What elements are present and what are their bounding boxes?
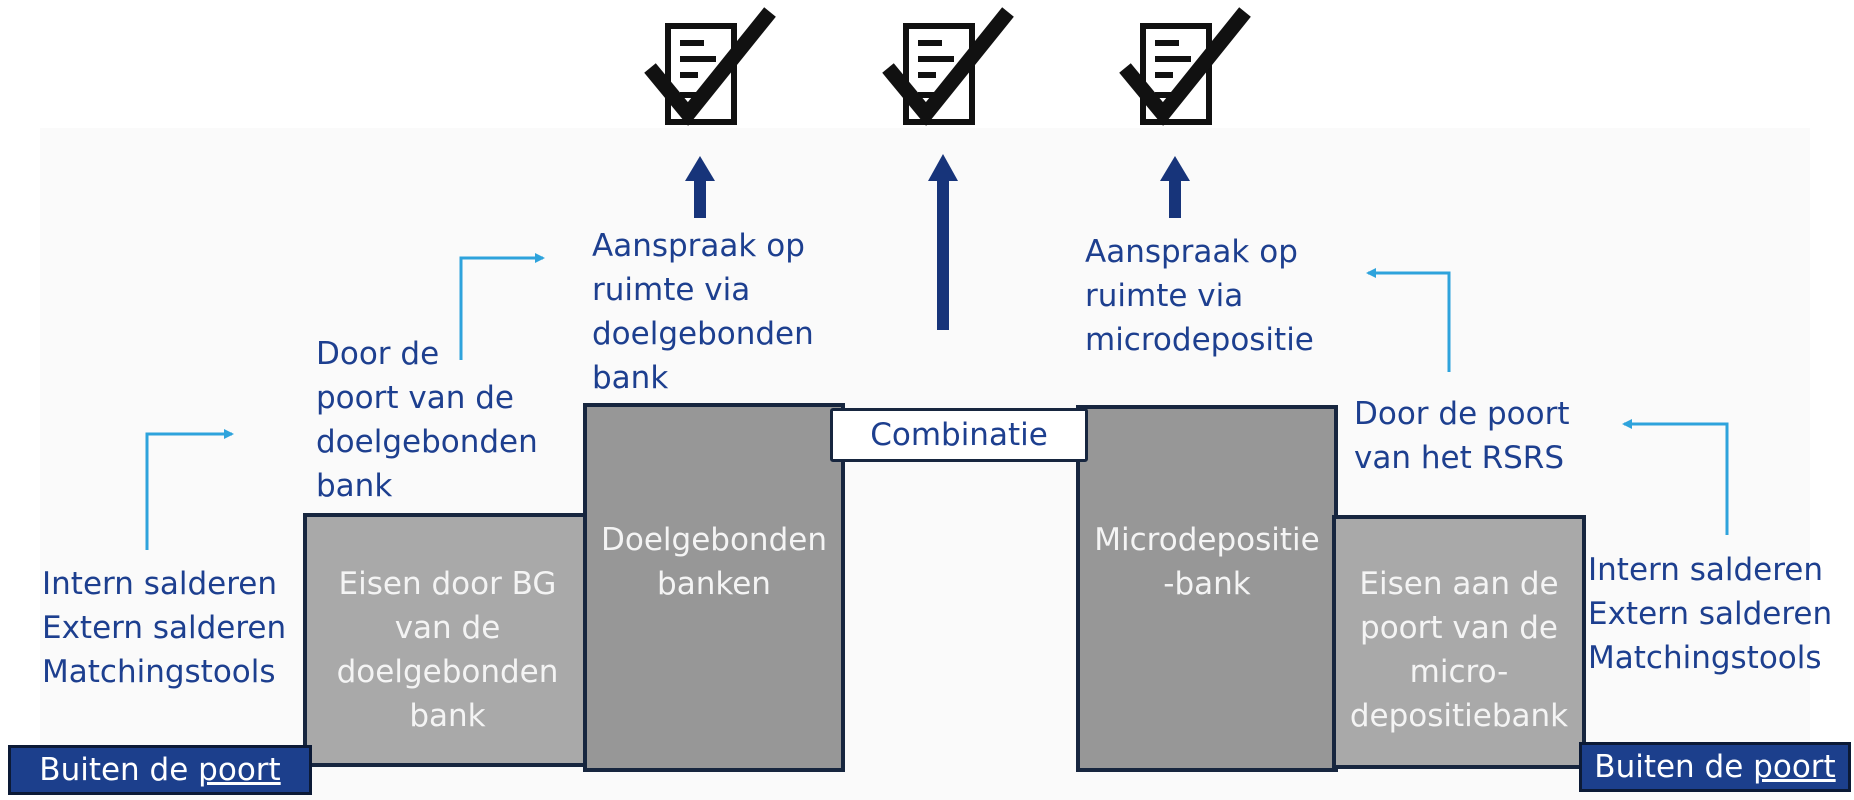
checklist-icon [644, 7, 776, 126]
box-requirements-right-label: Eisen aan de poort van de micro- deposit… [1349, 566, 1569, 734]
right-gate-text: Door de poort van het RSRS [1354, 396, 1570, 476]
arrow-right-gate [1366, 268, 1451, 372]
box-target-banks [583, 403, 845, 772]
box-microdeposit-bank [1076, 405, 1338, 772]
arrow-up-right [1160, 156, 1190, 218]
claim-left-text: Aanspraak op ruimte via doelgebonden ban… [592, 228, 814, 396]
right-methods-text: Intern salderen Extern salderen Matching… [1588, 552, 1833, 676]
arrow-up-center [928, 154, 958, 330]
left-gate-text: Door de poort van de doelgebonden bank [316, 336, 538, 504]
box-target-banks-label: Doelgebonden banken [601, 522, 827, 602]
arrow-left-gate [459, 253, 545, 360]
arrow-right-methods [1622, 419, 1729, 535]
claim-right-text: Aanspraak op ruimte via microdepositie [1085, 234, 1314, 358]
left-methods-text: Intern salderen Extern salderen Matching… [42, 566, 287, 690]
box-requirements-left [303, 513, 592, 767]
arrow-up-left [685, 156, 715, 218]
checklist-icon [882, 7, 1014, 126]
outside-gate-right: Buiten de poort [1579, 742, 1851, 792]
box-requirements-right [1332, 515, 1586, 769]
combination-label: Combinatie [830, 408, 1088, 462]
outside-gate-left: Buiten de poort [8, 745, 312, 795]
box-microdeposit-label: Microdepositie -bank [1094, 522, 1320, 602]
arrow-left-methods [145, 429, 234, 550]
box-requirements-left-label: Eisen door BG van de doelgebonden bank [336, 566, 559, 734]
checklist-icon [1119, 7, 1251, 126]
